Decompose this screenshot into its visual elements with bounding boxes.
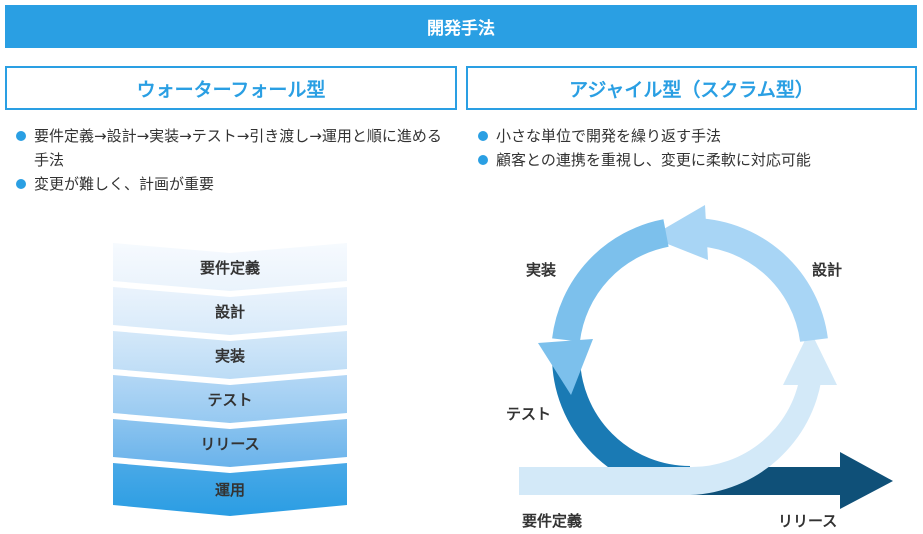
waterfall-bullets: 要件定義→設計→実装→テスト→引き渡し→運用と順に進める手法 変更が難しく、計画… xyxy=(14,124,444,196)
label-design: 設計 xyxy=(812,261,843,279)
arrowhead-down xyxy=(538,339,593,395)
implementation-arc xyxy=(552,219,669,343)
test-arc xyxy=(552,355,691,494)
arrowhead-up xyxy=(783,330,837,385)
agile-title: アジャイル型（スクラム型） xyxy=(466,66,917,110)
label-test: テスト xyxy=(506,405,552,423)
bullet-item: 小さな単位で開発を繰り返す手法 xyxy=(476,124,916,148)
bullet-item: 変更が難しく、計画が重要 xyxy=(14,172,444,196)
design-arc xyxy=(689,217,828,343)
requirements-arc xyxy=(519,376,822,495)
label-release: リリース xyxy=(778,512,838,530)
label-implementation: 実装 xyxy=(526,261,557,279)
page-title: 開発手法 xyxy=(5,5,917,48)
agile-bullets: 小さな単位で開発を繰り返す手法 顧客との連携を重視し、変更に柔軟に対応可能 xyxy=(476,124,916,172)
arrowhead-left xyxy=(650,205,708,260)
bullet-item: 要件定義→設計→実装→テスト→引き渡し→運用と順に進める手法 xyxy=(14,124,444,172)
bullet-item: 顧客との連携を重視し、変更に柔軟に対応可能 xyxy=(476,148,916,172)
label-requirements: 要件定義 xyxy=(522,512,583,530)
waterfall-title: ウォーターフォール型 xyxy=(5,66,457,110)
